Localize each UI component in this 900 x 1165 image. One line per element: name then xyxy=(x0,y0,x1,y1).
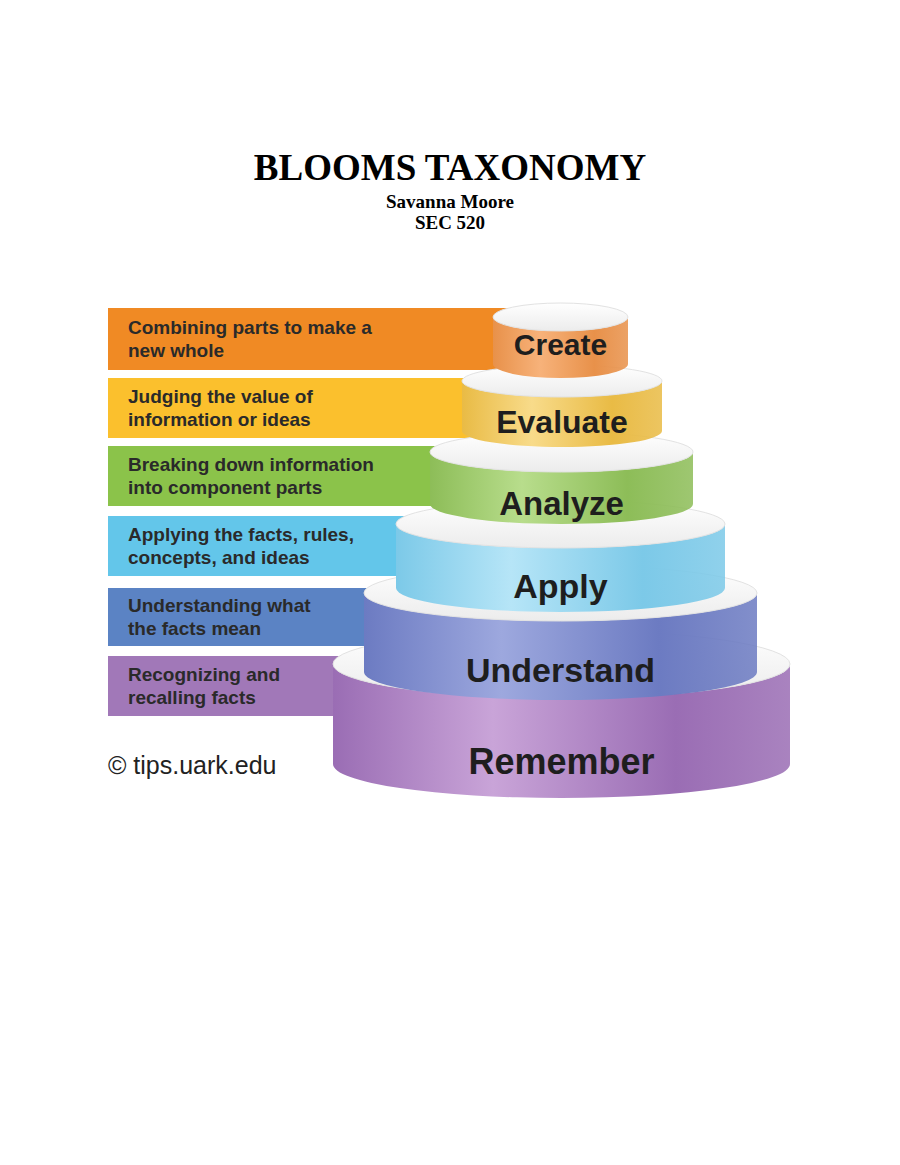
copyright-note: © tips.uark.edu xyxy=(108,752,277,779)
tier-top xyxy=(493,303,628,331)
level-name: Analyze xyxy=(430,487,693,520)
description-text: Applying the facts, rules, concepts, and… xyxy=(128,523,380,569)
description-banner: Recognizing and recalling facts xyxy=(108,656,358,716)
description-text: Breaking down information into component… xyxy=(128,453,403,499)
tier-side xyxy=(333,664,790,798)
pyramid-tier: Create xyxy=(493,303,628,378)
level-name: Remember xyxy=(333,744,790,780)
tier-top xyxy=(333,630,790,698)
tier-top xyxy=(396,500,725,548)
level-name: Evaluate xyxy=(462,406,662,438)
level-name: Understand xyxy=(364,653,757,687)
description-text: Combining parts to make a new whole xyxy=(128,316,408,362)
level-name: Create xyxy=(493,330,628,360)
level-name: Apply xyxy=(396,569,725,603)
description-banner: Judging the value of information or idea… xyxy=(108,378,478,438)
course-code: SEC 520 xyxy=(0,212,900,233)
description-text: Judging the value of information or idea… xyxy=(128,385,368,431)
tier-top xyxy=(364,565,757,621)
description-banner: Combining parts to make a new whole xyxy=(108,308,508,370)
description-text: Understanding what the facts mean xyxy=(128,594,340,640)
description-banner: Applying the facts, rules, concepts, and… xyxy=(108,516,418,576)
tier-top xyxy=(430,432,693,472)
description-text: Recognizing and recalling facts xyxy=(128,663,308,709)
description-banner: Breaking down information into component… xyxy=(108,446,448,506)
description-banner: Understanding what the facts mean xyxy=(108,588,388,646)
author-name: Savanna Moore xyxy=(0,191,900,212)
diagram-title: BLOOMS TAXONOMY xyxy=(0,146,900,189)
tier-top xyxy=(462,365,662,397)
